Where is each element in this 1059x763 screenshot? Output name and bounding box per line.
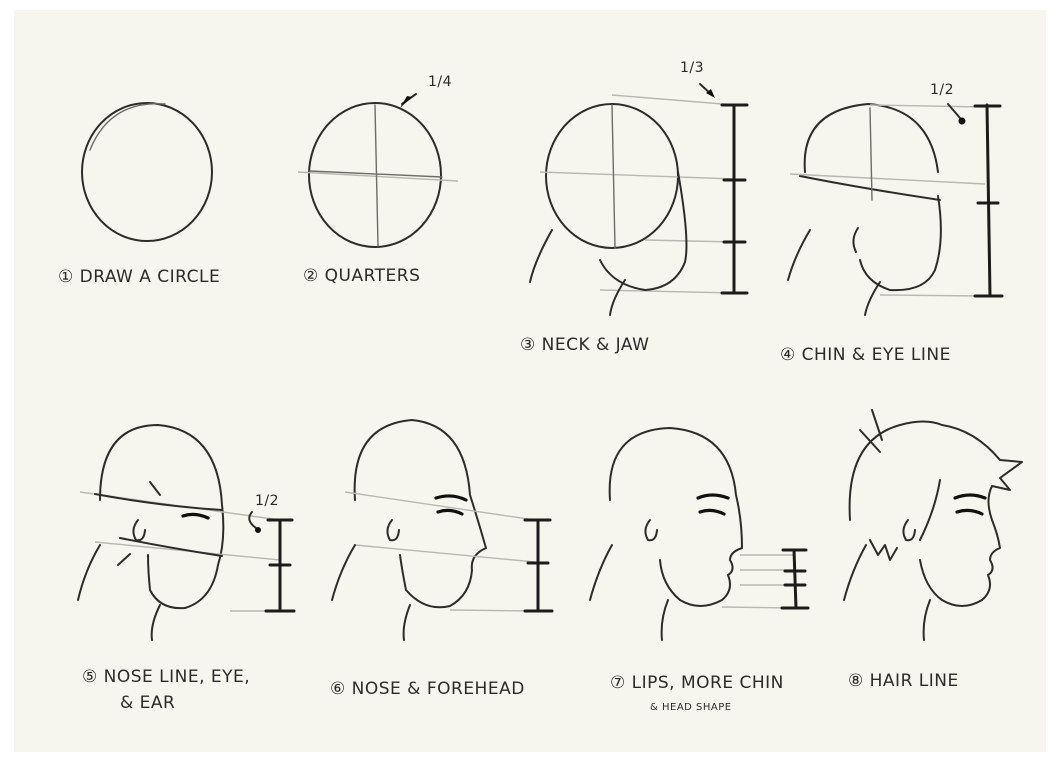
step-3-drawing (530, 84, 747, 315)
step-2-label: ② QUARTERS (303, 266, 420, 286)
step-4-fraction: 1/2 (930, 82, 954, 98)
step-8-label: ⑧ HAIR LINE (848, 671, 959, 691)
step-6-label: ⑥ NOSE & FOREHEAD (330, 679, 525, 699)
step-7-label-line1: ⑦ LIPS, MORE CHIN (610, 673, 784, 693)
step-4-label: ④ CHIN & EYE LINE (780, 345, 951, 365)
step-7-drawing (590, 428, 808, 640)
step-2-fraction: 1/4 (428, 74, 452, 90)
step-2-drawing (298, 94, 458, 247)
step-1-drawing (82, 103, 212, 241)
step-8-drawing (844, 410, 1022, 640)
step-5-drawing (78, 425, 294, 640)
step-5-label-line1: ⑤ NOSE LINE, EYE, (82, 667, 250, 687)
step-3-fraction: 1/3 (680, 60, 704, 76)
step-5-fraction: 1/2 (255, 493, 279, 509)
step-1-label: ① DRAW A CIRCLE (58, 267, 220, 287)
step-3-label: ③ NECK & JAW (520, 335, 649, 355)
step-6-drawing (332, 420, 552, 640)
step-5-label-line2: & EAR (120, 693, 175, 713)
step-4-drawing (788, 104, 1002, 315)
step-7-label-line2: & HEAD SHAPE (650, 702, 732, 713)
